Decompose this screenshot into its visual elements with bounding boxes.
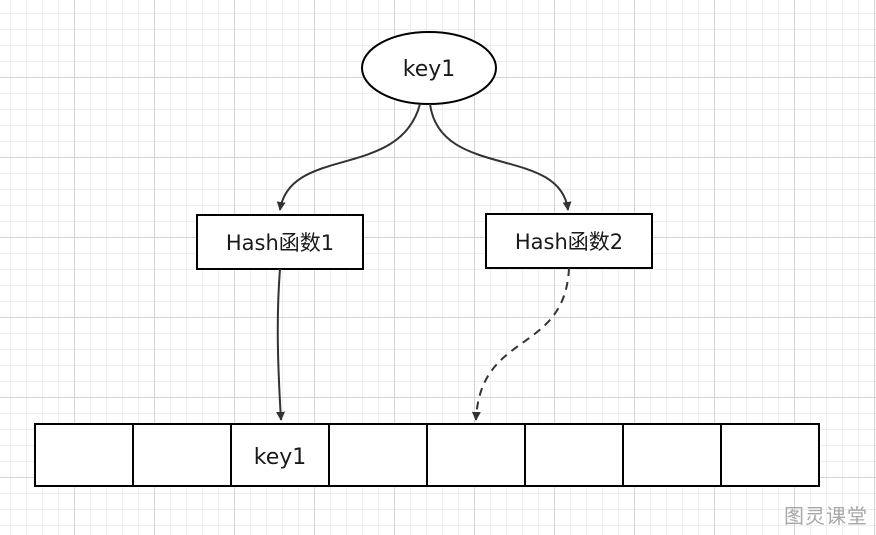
array-cell-box	[34, 423, 134, 487]
array-cell-box	[132, 423, 232, 487]
arrow-hash1-to-array	[276, 268, 286, 421]
hash2-label: Hash函数2	[515, 230, 623, 254]
array-cell-box	[230, 423, 330, 487]
array-cell	[328, 423, 428, 487]
arrow-key-to-hash2	[429, 103, 572, 211]
key-node: key1	[361, 31, 497, 105]
array-cell	[132, 423, 232, 487]
array-cell-label: key1	[254, 445, 307, 470]
hash1-label: Hash函数1	[226, 231, 334, 255]
array-cell-box	[720, 423, 820, 487]
hash-function-1: Hash函数1	[196, 214, 364, 270]
hash2-box	[485, 213, 653, 269]
array-cell	[720, 423, 820, 487]
array-cell	[34, 423, 134, 487]
arrow-key-to-hash1	[276, 103, 421, 211]
array-cell-box	[524, 423, 624, 487]
hash-function-2: Hash函数2	[485, 213, 653, 269]
array-cell	[426, 423, 526, 487]
array-cell	[524, 423, 624, 487]
array-cell-box	[426, 423, 526, 487]
arrow-hash2-to-array	[471, 267, 570, 421]
key-ellipse	[361, 31, 497, 105]
array-cell-box	[622, 423, 722, 487]
array-cell: key1	[230, 423, 330, 487]
watermark: 图灵课堂	[784, 504, 868, 528]
array-cell-box	[328, 423, 428, 487]
bit-array: key1	[34, 423, 820, 487]
array-cell	[622, 423, 722, 487]
key-label: key1	[403, 57, 456, 82]
hash1-box	[196, 214, 364, 270]
